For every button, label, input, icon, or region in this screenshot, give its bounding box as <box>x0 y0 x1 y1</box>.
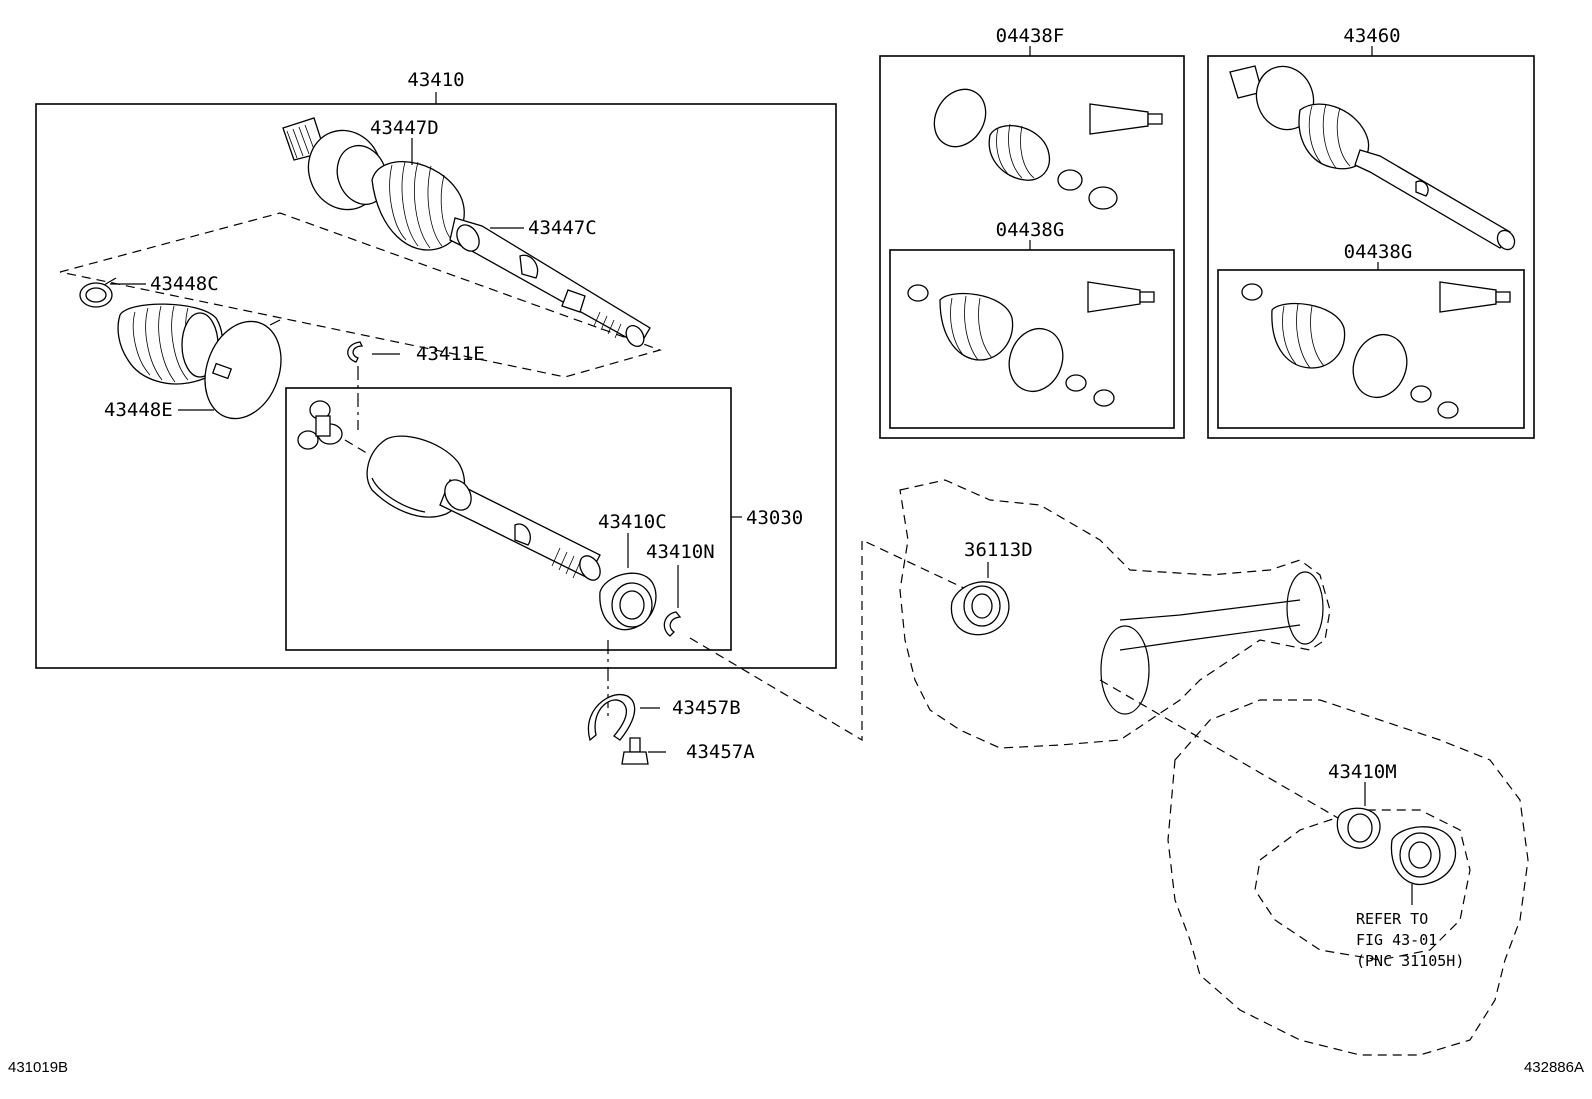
label-36113d: 36113D <box>964 539 1033 561</box>
snap-ring-43411e <box>347 341 400 430</box>
label-43447c: 43447C <box>528 217 597 239</box>
label-43448c: 43448C <box>150 273 219 295</box>
label-43447d: 43447D <box>370 117 439 139</box>
transaxle-housing <box>899 479 1331 749</box>
bolt-43457a <box>621 737 666 765</box>
bushing-43410m <box>1336 782 1381 849</box>
tripod-joint <box>297 400 371 456</box>
label-43410n: 43410N <box>646 541 715 563</box>
boot-kit-outline <box>59 212 662 378</box>
refer-line-1: REFER TO <box>1356 910 1428 928</box>
label-04438f: 04438F <box>996 25 1065 47</box>
bell-housing-outline <box>1099 679 1529 1056</box>
kit-04438f-parts <box>907 88 1163 407</box>
snap-ring-43410n <box>663 565 682 637</box>
label-43410c: 43410C <box>598 511 667 533</box>
bearing-43410c <box>599 533 657 631</box>
footer-code-right: 432886A <box>1524 1059 1584 1076</box>
footer-code-left: 431019B <box>8 1059 68 1076</box>
refer-line-3: (PNC 31105H) <box>1356 952 1464 970</box>
label-43030: 43030 <box>746 507 803 529</box>
refer-seal <box>1390 826 1457 905</box>
frame-43410 <box>35 92 837 669</box>
inner-joint-shaft <box>366 435 601 581</box>
band-43448e <box>204 319 282 420</box>
label-43457b: 43457B <box>672 697 741 719</box>
label-43460: 43460 <box>1343 25 1400 47</box>
label-43410: 43410 <box>407 69 464 91</box>
refer-line-2: FIG 43-01 <box>1356 931 1437 949</box>
leader-lines <box>110 138 524 411</box>
label-43410m: 43410M <box>1328 761 1397 783</box>
frame-04438f <box>879 46 1185 439</box>
seal-36113d <box>950 562 1010 636</box>
label-04438g-left: 04438G <box>996 219 1065 241</box>
label-04438g-right: 04438G <box>1344 241 1413 263</box>
label-43457a: 43457A <box>686 741 755 763</box>
frame-43460 <box>1207 46 1535 439</box>
kit-43460-parts <box>1241 281 1511 419</box>
label-43411e: 43411E <box>416 343 485 365</box>
shaft-to-housing-line <box>689 539 986 742</box>
outer-drive-shaft <box>282 117 651 347</box>
frame-43030 <box>285 387 742 651</box>
label-43448e: 43448E <box>104 399 173 421</box>
clamp-43448c <box>79 277 117 308</box>
shaft-43460 <box>1229 65 1516 251</box>
retainer-43457b <box>587 694 660 742</box>
refer-to-note: REFER TO FIG 43-01 (PNC 31105H) <box>1356 910 1464 970</box>
